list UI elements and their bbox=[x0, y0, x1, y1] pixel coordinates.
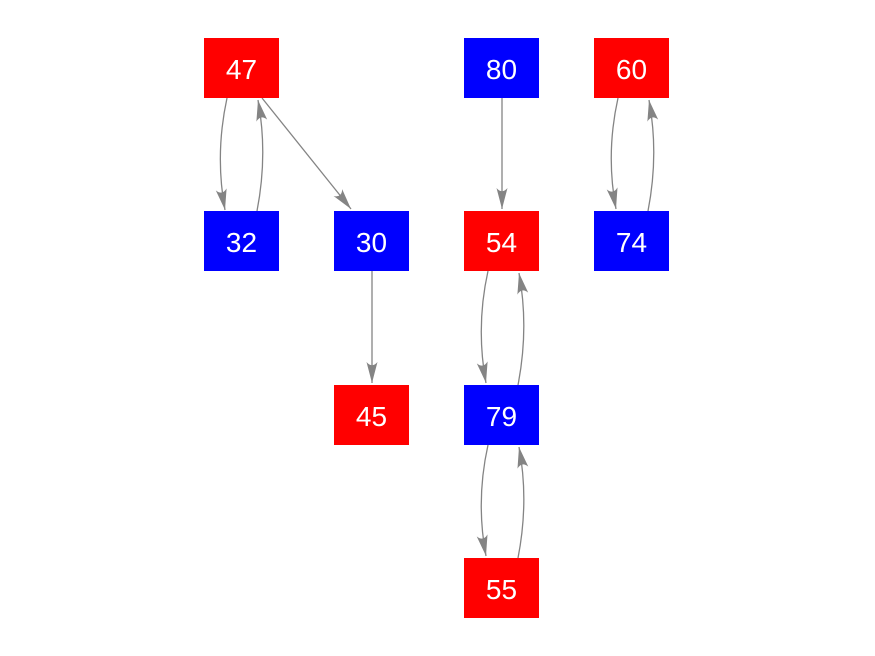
edge-32-47 bbox=[256, 99, 268, 212]
node-30[interactable]: 30 bbox=[334, 211, 409, 271]
node-80[interactable]: 80 bbox=[464, 38, 539, 98]
edge-60-74 bbox=[606, 97, 619, 210]
edge-55-79 bbox=[517, 446, 529, 559]
edge-79-55 bbox=[476, 444, 489, 557]
node-label: 45 bbox=[355, 400, 388, 432]
node-label: 80 bbox=[485, 53, 518, 85]
node-47[interactable]: 47 bbox=[204, 38, 279, 98]
node-label: 32 bbox=[225, 226, 258, 258]
node-label: 30 bbox=[355, 226, 388, 258]
edge-47-32 bbox=[215, 97, 228, 211]
node-label: 55 bbox=[485, 573, 518, 605]
edge-47-30 bbox=[261, 97, 352, 210]
node-label: 60 bbox=[615, 53, 648, 85]
edge-79-54 bbox=[517, 272, 529, 386]
node-label: 47 bbox=[225, 53, 258, 85]
node-label: 54 bbox=[485, 226, 518, 258]
node-label: 74 bbox=[615, 226, 648, 258]
node-74[interactable]: 74 bbox=[594, 211, 669, 271]
node-label: 79 bbox=[485, 400, 518, 432]
node-54[interactable]: 54 bbox=[464, 211, 539, 271]
node-79[interactable]: 79 bbox=[464, 385, 539, 445]
node-32[interactable]: 32 bbox=[204, 211, 279, 271]
edge-54-79 bbox=[476, 270, 489, 384]
edge-74-60 bbox=[647, 99, 659, 212]
node-60[interactable]: 60 bbox=[594, 38, 669, 98]
node-45[interactable]: 45 bbox=[334, 385, 409, 445]
node-55[interactable]: 55 bbox=[464, 558, 539, 618]
